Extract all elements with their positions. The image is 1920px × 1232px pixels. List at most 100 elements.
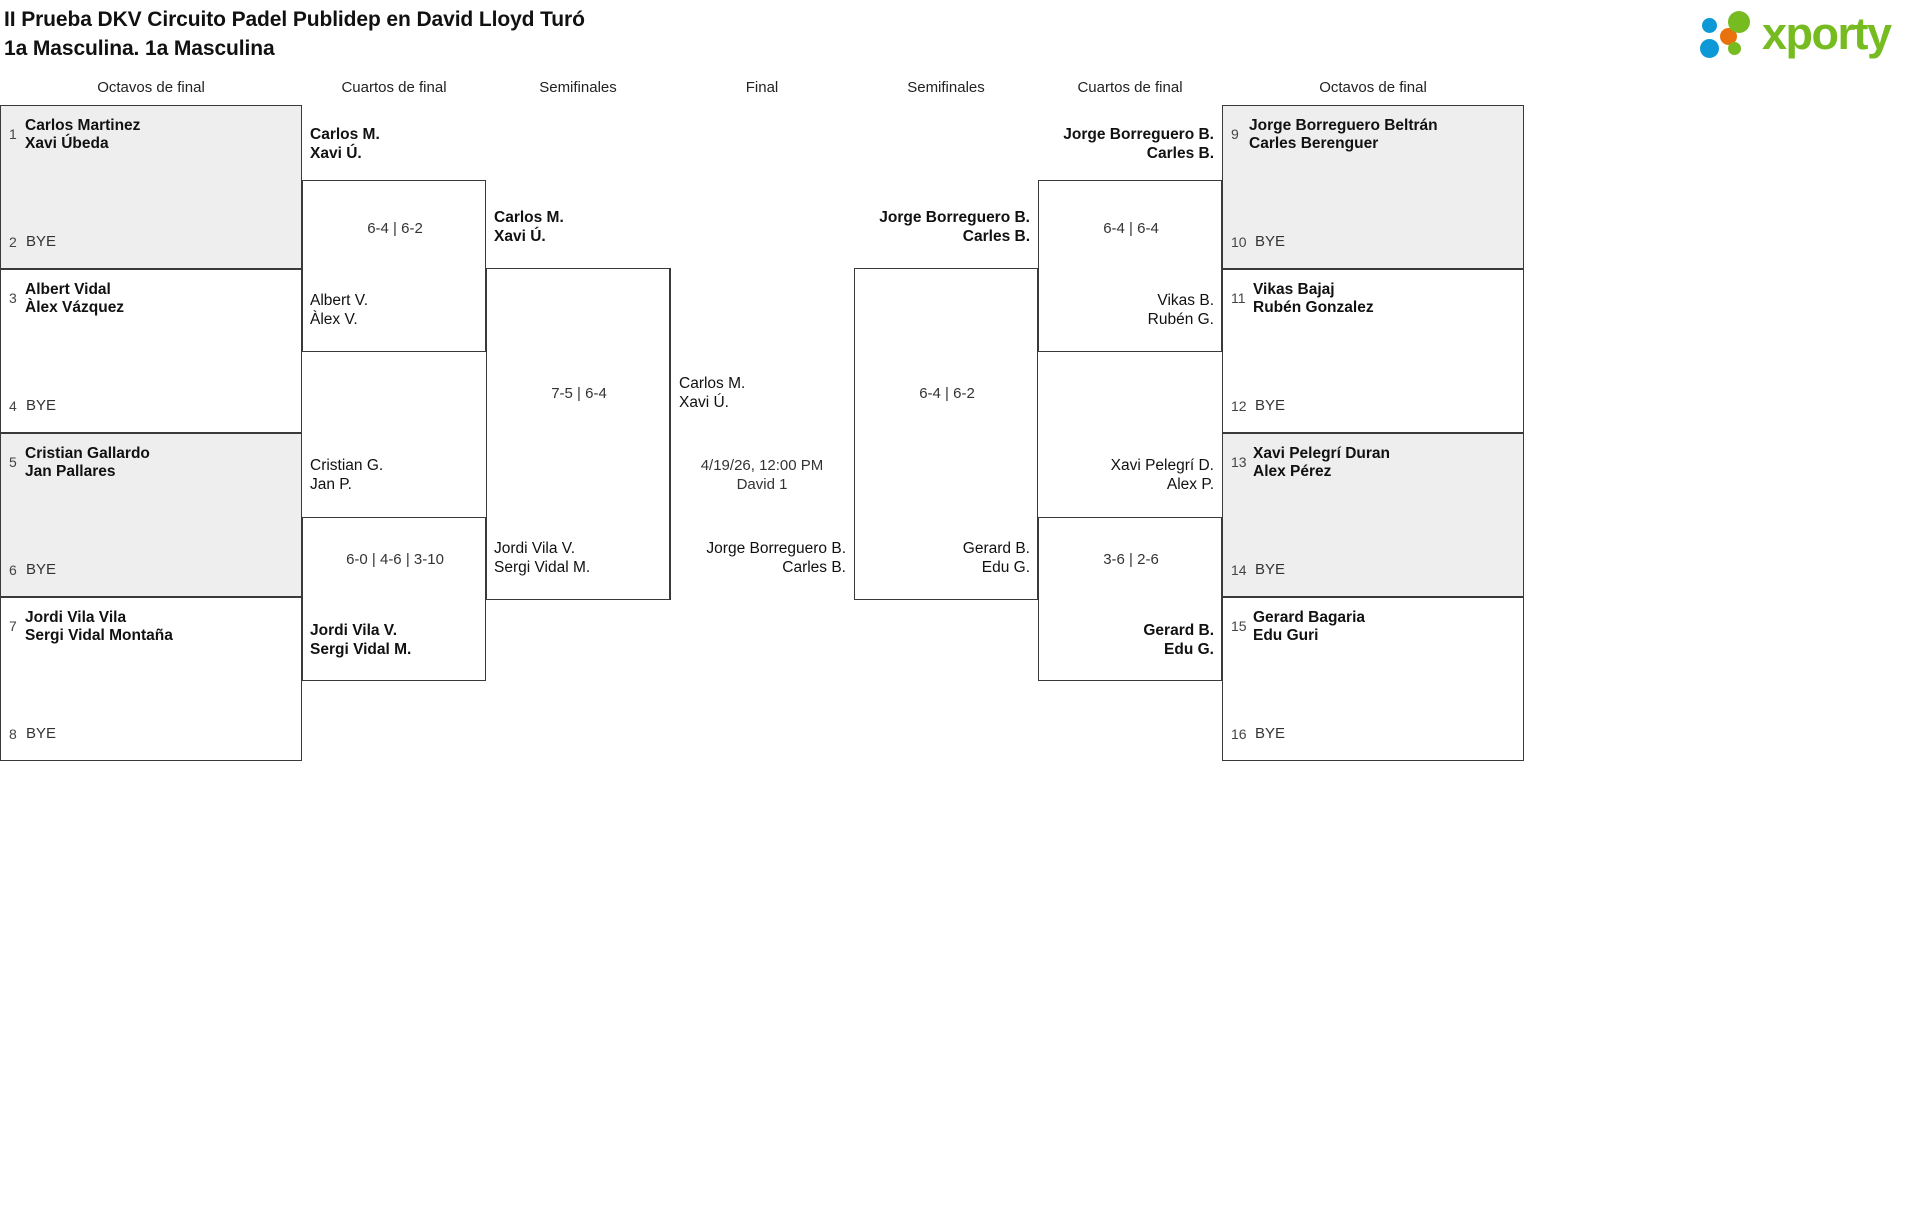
match-score: 6-4 | 6-2 <box>367 220 423 237</box>
player-name-2: Àlex Vázquez <box>25 299 125 316</box>
player-name-2: Sergi Vidal Montaña <box>25 627 173 644</box>
match-score: 6-4 | 6-2 <box>919 385 975 402</box>
round-header-right-sf: Semifinales <box>907 79 985 96</box>
seed-number: 9 <box>1231 126 1239 142</box>
sf-left-winner-p1: Carlos M. <box>494 209 564 226</box>
bye-label: BYE <box>26 233 57 250</box>
qf2-winner-p1: Jordi Vila V. <box>310 622 398 639</box>
bye-label: BYE <box>1255 725 1286 742</box>
qf-match-3[interactable]: 6-4 | 6-4 <box>1038 180 1222 352</box>
player-name-1: Xavi Pelegrí Duran <box>1253 445 1390 462</box>
sf-right-loser-p1: Gerard B. <box>962 540 1030 557</box>
round-header-right-r16: Octavos de final <box>1319 79 1427 96</box>
seed-number: 3 <box>9 290 17 306</box>
player-name-2: Rubén Gonzalez <box>1253 299 1374 316</box>
match-score: 6-4 | 6-4 <box>1103 220 1159 237</box>
sf-right-loser-p2: Edu G. <box>981 559 1030 576</box>
seed-number: 5 <box>9 454 17 470</box>
seed-number: 8 <box>9 726 17 742</box>
player-name-1: Carlos Martinez <box>25 117 141 134</box>
sf-left-loser-p1: Jordi Vila V. <box>494 540 575 557</box>
r16-match-6[interactable]: 11 Vikas Bajaj Rubén Gonzalez 12 BYE <box>1222 269 1524 433</box>
qf-match-4[interactable]: 3-6 | 2-6 <box>1038 517 1222 681</box>
qf2-loser-p1: Cristian G. <box>310 457 384 474</box>
sf-match-left[interactable]: 7-5 | 6-4 <box>486 268 670 600</box>
final-top-p1: Carlos M. <box>679 375 746 392</box>
player-name-1: Albert Vidal <box>25 281 111 298</box>
qf1-loser-p2: Àlex V. <box>310 311 358 328</box>
player-name-2: Xavi Úbeda <box>25 135 109 152</box>
bye-label: BYE <box>26 561 57 578</box>
page-subtitle: 1a Masculina. 1a Masculina <box>4 37 275 60</box>
final-court: David 1 <box>736 476 788 493</box>
qf3-loser-p1: Vikas B. <box>1157 292 1214 309</box>
qf3-loser-p2: Rubén G. <box>1147 311 1214 328</box>
player-name-2: Alex Pérez <box>1253 463 1332 480</box>
round-header-left-r16: Octavos de final <box>97 79 205 96</box>
qf1-loser-p1: Albert V. <box>310 292 369 309</box>
qf-match-2[interactable]: 6-0 | 4-6 | 3-10 <box>302 517 486 681</box>
seed-number: 7 <box>9 618 17 634</box>
logo-dot-blue-top <box>1702 18 1717 33</box>
final-datetime: 4/19/26, 12:00 PM <box>700 457 824 474</box>
seed-number: 13 <box>1231 454 1247 470</box>
bye-label: BYE <box>1255 561 1286 578</box>
seed-number: 6 <box>9 562 17 578</box>
r16-match-2[interactable]: 3 Albert Vidal Àlex Vázquez 4 BYE <box>0 269 302 433</box>
final-bot-p1: Jorge Borreguero B. <box>706 540 846 557</box>
qf3-winner-p2: Carles B. <box>1146 145 1214 162</box>
match-score: 7-5 | 6-4 <box>551 385 607 402</box>
seed-number: 15 <box>1231 618 1247 634</box>
round-header-left-sf: Semifinales <box>539 79 617 96</box>
logo-wordmark: xporty <box>1762 8 1892 59</box>
logo-dot-green-big <box>1728 11 1750 33</box>
sf-left-loser-p2: Sergi Vidal M. <box>494 559 591 576</box>
seed-number: 10 <box>1231 234 1247 250</box>
seed-number: 2 <box>9 234 17 250</box>
qf2-loser-p2: Jan P. <box>310 476 352 493</box>
final-bot-p2: Carles B. <box>782 559 846 576</box>
seed-number: 12 <box>1231 398 1247 414</box>
seed-number: 4 <box>9 398 17 414</box>
r16-match-4[interactable]: 7 Jordi Vila Vila Sergi Vidal Montaña 8 … <box>0 597 302 761</box>
qf4-winner-p1: Gerard B. <box>1143 622 1214 639</box>
r16-match-8[interactable]: 15 Gerard Bagaria Edu Guri 16 BYE <box>1222 597 1524 761</box>
qf2-winner-p2: Sergi Vidal M. <box>310 641 412 658</box>
logo-dot-blue-bottom <box>1700 39 1719 58</box>
xporty-logo[interactable]: xporty <box>1700 6 1910 62</box>
r16-match-1[interactable]: 1 Carlos Martinez Xavi Úbeda 2 BYE <box>0 105 302 269</box>
player-name-1: Cristian Gallardo <box>25 445 150 462</box>
match-score: 3-6 | 2-6 <box>1103 551 1159 568</box>
player-name-1: Gerard Bagaria <box>1253 609 1365 626</box>
qf-match-1[interactable]: 6-4 | 6-2 <box>302 180 486 352</box>
seed-number: 1 <box>9 126 17 142</box>
player-name-1: Jordi Vila Vila <box>25 609 127 626</box>
final-match[interactable] <box>670 268 854 600</box>
sf-left-winner-p2: Xavi Ú. <box>494 228 546 245</box>
qf3-winner-p1: Jorge Borreguero B. <box>1063 126 1214 143</box>
logo-dot-orange <box>1720 28 1737 45</box>
logo-dot-green-small <box>1728 42 1741 55</box>
round-header-final: Final <box>745 79 779 96</box>
qf1-winner-p2: Xavi Ú. <box>310 145 362 162</box>
seed-number: 16 <box>1231 726 1247 742</box>
bye-label: BYE <box>26 397 57 414</box>
qf4-loser-p2: Alex P. <box>1166 476 1214 493</box>
qf4-winner-p2: Edu G. <box>1164 641 1214 658</box>
round-header-right-qf: Cuartos de final <box>1077 79 1183 96</box>
player-name-1: Jorge Borreguero Beltrán <box>1249 117 1438 134</box>
sf-match-right[interactable]: 6-4 | 6-2 <box>854 268 1038 600</box>
qf1-winner-p1: Carlos M. <box>310 126 380 143</box>
match-score: 6-0 | 4-6 | 3-10 <box>346 551 444 568</box>
r16-match-5[interactable]: 9 Jorge Borreguero Beltrán Carles Bereng… <box>1222 105 1524 269</box>
seed-number: 14 <box>1231 562 1247 578</box>
r16-match-3[interactable]: 5 Cristian Gallardo Jan Pallares 6 BYE <box>0 433 302 597</box>
player-name-2: Edu Guri <box>1253 627 1319 644</box>
sf-right-winner-p2: Carles B. <box>962 228 1030 245</box>
r16-match-7[interactable]: 13 Xavi Pelegrí Duran Alex Pérez 14 BYE <box>1222 433 1524 597</box>
round-header-left-qf: Cuartos de final <box>341 79 447 96</box>
qf4-loser-p1: Xavi Pelegrí D. <box>1110 457 1214 474</box>
bye-label: BYE <box>1255 233 1286 250</box>
page-title: II Prueba DKV Circuito Padel Publidep en… <box>4 8 585 31</box>
